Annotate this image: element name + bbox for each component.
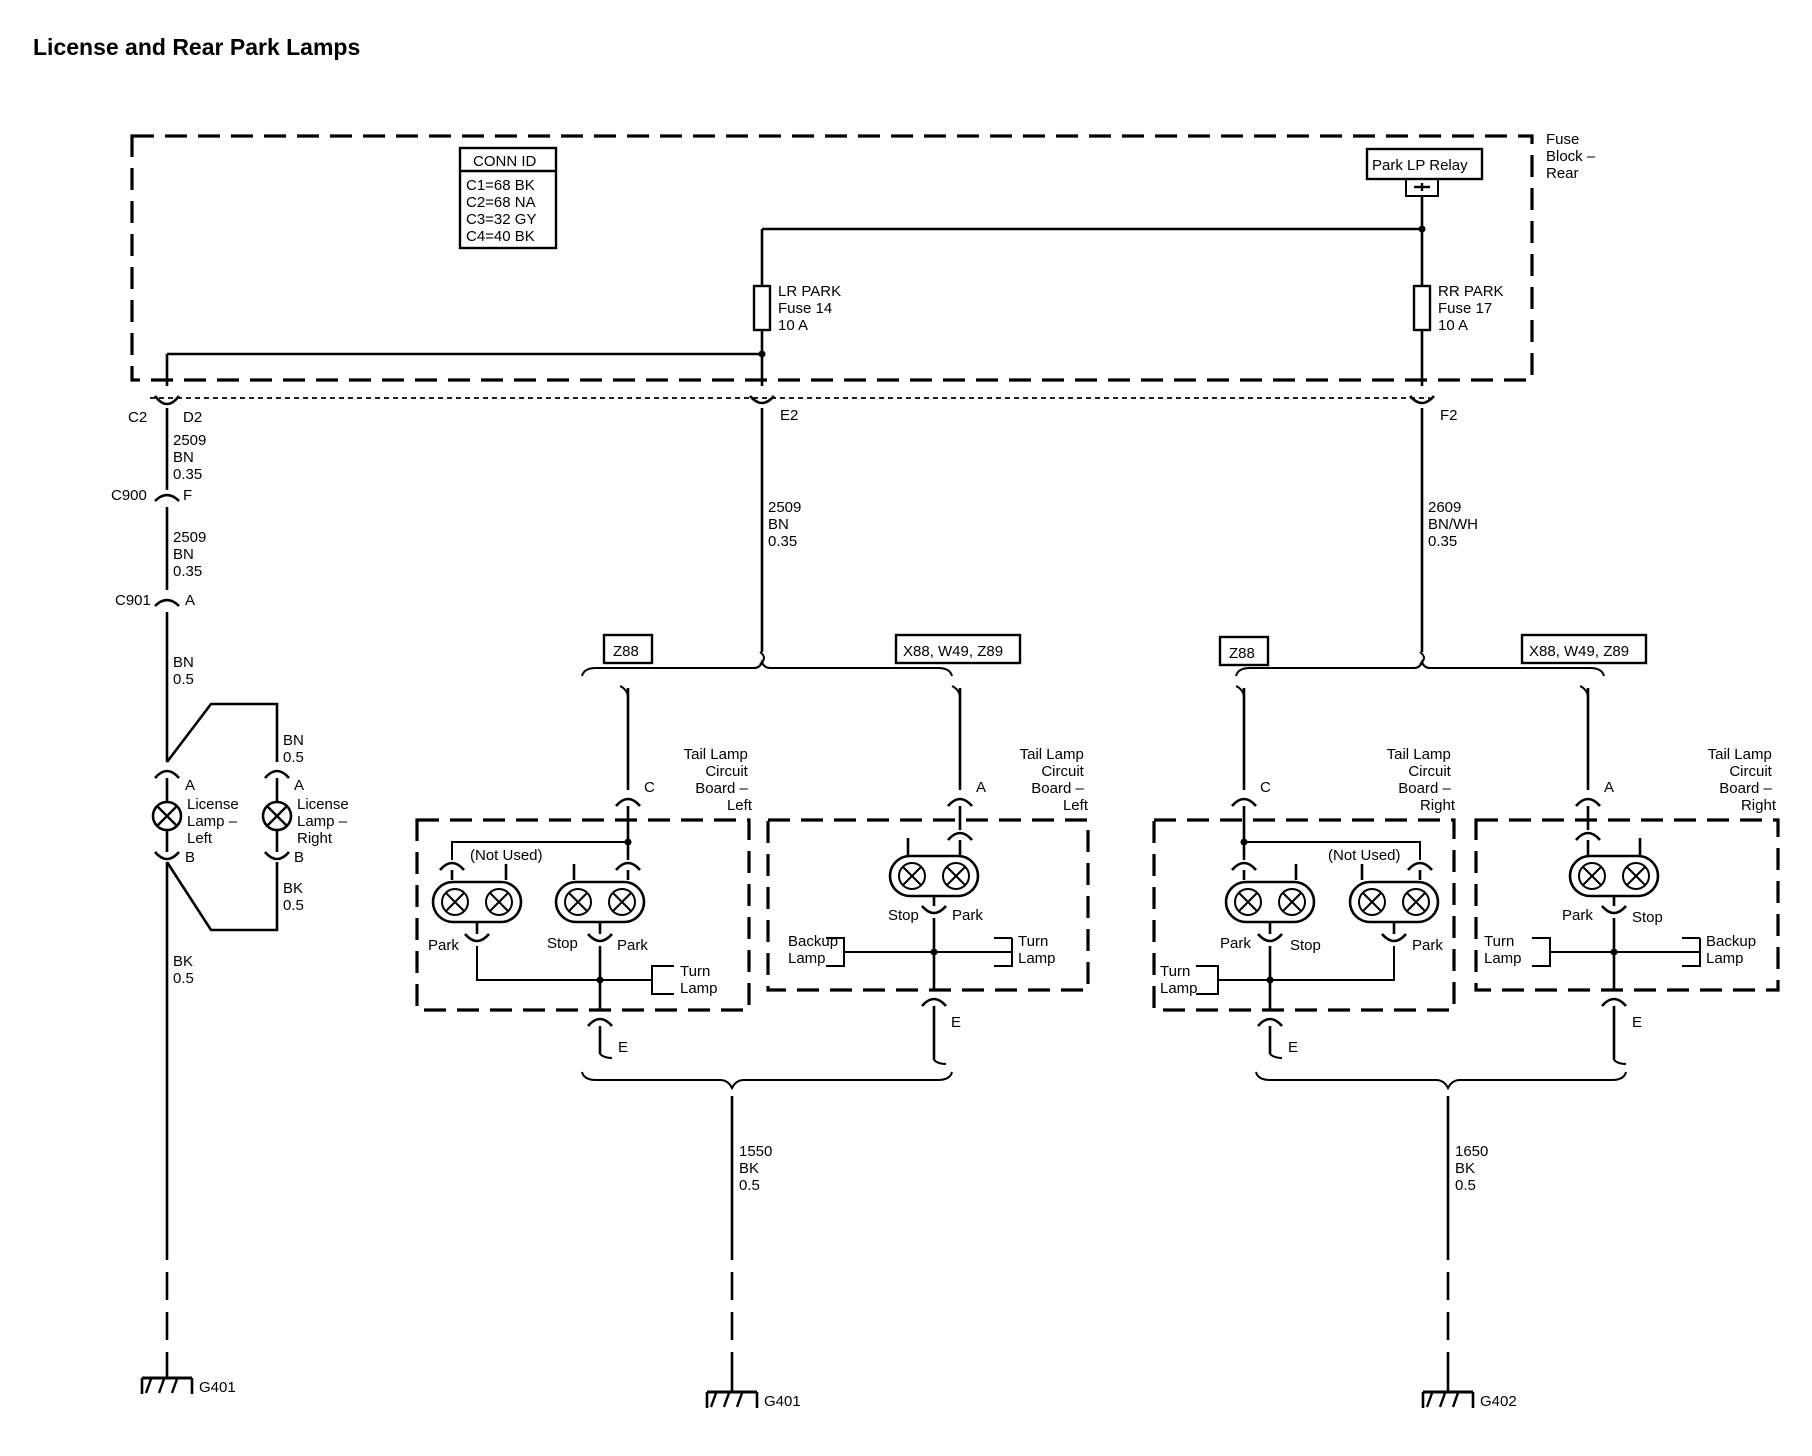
ground-g401-left: G401 xyxy=(764,1393,801,1410)
rr-park-fuse: RR PARK Fuse 17 10 A xyxy=(1412,229,1508,386)
ground-icon xyxy=(705,1378,759,1410)
pin-label: A xyxy=(185,777,195,794)
pin-label: A xyxy=(294,777,304,794)
connector-c900-pin: F xyxy=(183,487,192,504)
diagram-title: License and Rear Park Lamps xyxy=(33,34,360,60)
license-lamp-right: A B License Lamp – Right xyxy=(261,769,353,866)
park-label: Park xyxy=(952,907,983,924)
conn-id-table: CONN ID C1=68 BK C2=68 NA C3=32 GY C4=40… xyxy=(458,146,558,250)
backup-lamp-label: Backup Lamp xyxy=(1706,933,1760,967)
license-lamp-left-label: License Lamp – Left xyxy=(187,796,243,847)
wire-label: BN 0.5 xyxy=(283,732,308,766)
backup-lamp-label: Backup Lamp xyxy=(788,933,842,967)
relay-label: Park LP Relay xyxy=(1372,157,1468,174)
ground-g402-right: G402 xyxy=(1480,1393,1517,1410)
option-x88: X88, W49, Z89 xyxy=(903,643,1003,660)
lamp-bulb-icon xyxy=(888,854,980,898)
park-label: Park xyxy=(617,937,648,954)
option-z88-box xyxy=(602,633,654,665)
left-tail-lamp-branch: E2 2509 BN 0.35 Z88 X88, W49, Z89 C Tail… xyxy=(415,395,1090,1410)
connector-c901-label: C901 xyxy=(115,592,151,609)
board-right-a-label: Tail Lamp Circuit Board – Right xyxy=(1708,746,1777,814)
lamp-bulb-icon xyxy=(1348,880,1440,924)
wire-label: BK 0.5 xyxy=(173,953,197,987)
not-used-label: (Not Used) xyxy=(1328,847,1401,864)
lamp-bulb-icon xyxy=(431,880,523,924)
license-lamp-branch: C2 D2 2509 BN 0.35 C900 F 2509 BN 0.35 C… xyxy=(111,395,353,1396)
option-x88: X88, W49, Z89 xyxy=(1529,643,1629,660)
wire-label: BN 0.5 xyxy=(173,654,198,688)
pin-label: A xyxy=(976,779,986,796)
park-label: Park xyxy=(1412,937,1443,954)
lamp-bulb-icon xyxy=(1568,854,1660,898)
pin-label: B xyxy=(294,849,304,866)
not-used-label: (Not Used) xyxy=(470,847,543,864)
board-right-c-label: Tail Lamp Circuit Board – Right xyxy=(1387,746,1456,814)
pin-label: A xyxy=(1604,779,1614,796)
conn-id-row: C2=68 NA xyxy=(466,194,536,211)
lr-park-fuse-label: LR PARK Fuse 14 10 A xyxy=(778,283,845,334)
ground-icon xyxy=(140,1364,194,1396)
pin-label: C xyxy=(644,779,655,796)
pin-label: C xyxy=(1260,779,1271,796)
wire-label: 2509 BN 0.35 xyxy=(173,529,211,580)
lr-park-fuse: LR PARK Fuse 14 10 A xyxy=(752,229,845,386)
wire-label: BK 0.5 xyxy=(283,880,307,914)
stop-label: Stop xyxy=(1290,937,1321,954)
fuse-block-name: Fuse Block – Rear xyxy=(1546,131,1599,182)
stop-label: Stop xyxy=(1632,909,1663,926)
conn-id-header: CONN ID xyxy=(473,153,537,170)
pin-label: E xyxy=(1288,1039,1298,1056)
turn-lamp-label: Turn Lamp xyxy=(1018,933,1056,967)
right-tail-lamp-branch: F2 2609 BN/WH 0.35 Z88 X88, W49, Z89 C T… xyxy=(1152,395,1780,1410)
connector-c901-pin: A xyxy=(185,592,195,609)
license-lamp-left: A B License Lamp – Left xyxy=(151,769,243,866)
option-z88: Z88 xyxy=(613,643,639,660)
wire-label: 1650 BK 0.5 xyxy=(1455,1143,1493,1194)
pin-label: B xyxy=(185,849,195,866)
fuse-block-rear: Fuse Block – Rear CONN ID C1=68 BK C2=68… xyxy=(130,131,1599,399)
conn-id-row: C3=32 GY xyxy=(466,211,536,228)
option-z88: Z88 xyxy=(1229,645,1255,662)
pin-label: E xyxy=(618,1039,628,1056)
stop-label: Stop xyxy=(888,907,919,924)
pin-label: E xyxy=(951,1014,961,1031)
turn-lamp-label: Turn Lamp xyxy=(680,963,718,997)
lamp-bulb-icon xyxy=(554,880,646,924)
wire-label: 2509 BN 0.35 xyxy=(173,432,211,483)
connector-c900-label: C900 xyxy=(111,487,147,504)
wire-label: 2509 BN 0.35 xyxy=(768,499,806,550)
board-left-c-label: Tail Lamp Circuit Board – Left xyxy=(684,746,753,814)
park-label: Park xyxy=(1220,935,1251,952)
park-label: Park xyxy=(1562,907,1593,924)
conn-id-row: C4=40 BK xyxy=(466,228,535,245)
ground-icon xyxy=(1421,1378,1475,1410)
park-lp-relay: Park LP Relay xyxy=(1365,147,1484,197)
lamp-bulb-icon xyxy=(1224,880,1316,924)
board-left-a-label: Tail Lamp Circuit Board – Left xyxy=(1020,746,1089,814)
rr-park-fuse-label: RR PARK Fuse 17 10 A xyxy=(1438,283,1508,334)
connector-e2-label: E2 xyxy=(780,407,798,424)
wire-label: 1550 BK 0.5 xyxy=(739,1143,777,1194)
license-lamp-right-label: License Lamp – Right xyxy=(297,796,353,847)
option-z88-box xyxy=(1218,635,1270,667)
option-x88-box xyxy=(894,633,1022,665)
conn-id-row: C1=68 BK xyxy=(466,177,535,194)
connector-d2-label: D2 xyxy=(183,409,202,426)
option-x88-box xyxy=(1520,633,1648,665)
ground-g401-license: G401 xyxy=(199,1379,236,1396)
connector-f2-label: F2 xyxy=(1440,407,1458,424)
connector-c2-label: C2 xyxy=(128,409,147,426)
wire-label: 2609 BN/WH 0.35 xyxy=(1428,499,1482,550)
turn-lamp-label: Turn Lamp xyxy=(1160,963,1198,997)
stop-label: Stop xyxy=(547,935,578,952)
turn-lamp-label: Turn Lamp xyxy=(1484,933,1522,967)
park-label: Park xyxy=(428,937,459,954)
pin-label: E xyxy=(1632,1014,1642,1031)
